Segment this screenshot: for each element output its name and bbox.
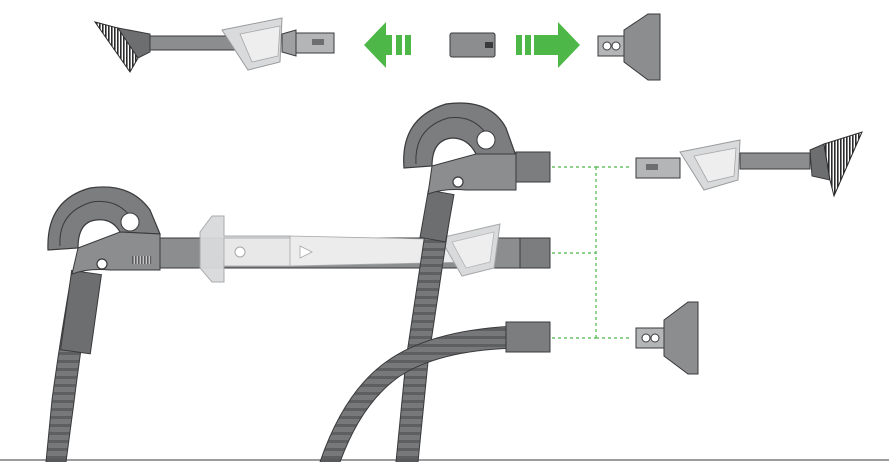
release-latch [312,39,324,45]
arrow-left-icon [364,22,411,68]
collar-cone [281,29,297,57]
brush-tube [149,35,241,51]
left-handle [47,186,161,275]
left-wand [159,215,551,283]
right-brush-tool [635,131,863,198]
connector-lines [552,166,632,339]
adapter-piece [449,32,496,58]
top-brush-tool [93,17,335,73]
arrow-right-icon [516,22,580,68]
top-wide-tool [597,13,661,81]
right-handle [403,102,551,195]
left-hose [45,269,102,462]
center-hoses [319,189,551,462]
translucent-brush-inner [239,25,281,63]
brush-collar [116,27,151,59]
right-wide-tool [635,301,699,375]
